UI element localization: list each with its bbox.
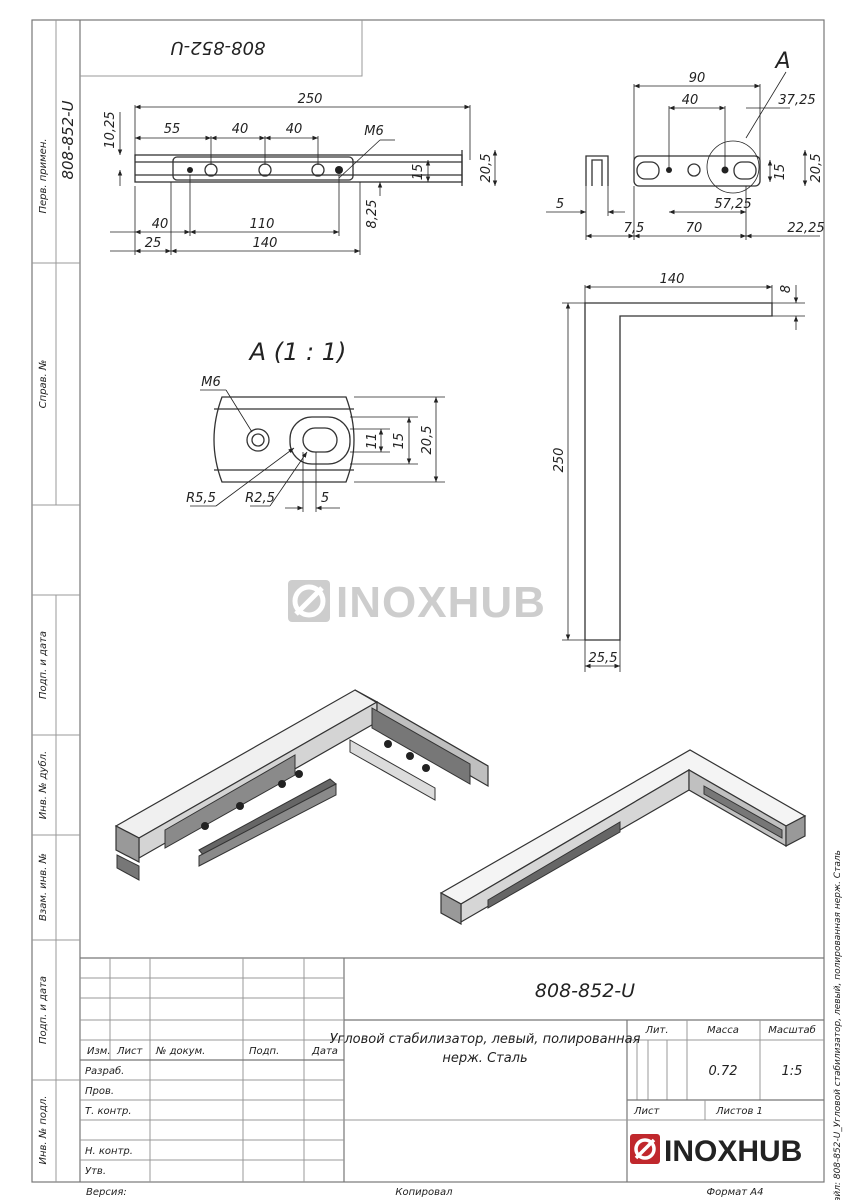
dim-label: 40	[152, 217, 169, 232]
dim-label: 11	[365, 433, 380, 450]
footer-format: Формат A4	[707, 1187, 764, 1198]
dim-label: 25	[145, 236, 162, 251]
side-label: Перв. примен.	[38, 138, 49, 213]
dim-label: 40	[286, 122, 303, 137]
tb-sheet: Лист	[633, 1106, 661, 1117]
side-label: Инв. № дубл.	[37, 751, 49, 819]
title-code: 808-852-U	[535, 980, 635, 1002]
dim-label: 40	[682, 93, 699, 108]
dim-label: 15	[411, 164, 426, 181]
tb-header: Подп.	[249, 1046, 279, 1057]
dim-label: 140	[660, 272, 685, 287]
dim-label: 20,5	[420, 426, 435, 455]
dim-label: 7,5	[624, 221, 645, 236]
mass-value: 0.72	[709, 1064, 738, 1079]
side-label: Подп. и дата	[38, 976, 49, 1044]
tb-row: Пров.	[85, 1086, 114, 1097]
dim-label: 15	[392, 433, 407, 450]
logo-text: INOXHUB	[664, 1135, 802, 1168]
tb-row: Т. контр.	[85, 1106, 132, 1117]
brand-logo: INOXHUB	[630, 1134, 802, 1168]
end-view	[546, 71, 820, 240]
dim-label: 110	[250, 217, 275, 232]
side-code: 808-852-U	[59, 100, 77, 179]
dim-label: 55	[164, 122, 181, 137]
sheet-frame	[31, 19, 825, 1183]
tb-header: Дата	[311, 1046, 338, 1057]
section-marker: A	[773, 49, 790, 74]
tb-row: Н. контр.	[85, 1146, 133, 1157]
dim-label: 8,25	[365, 200, 380, 229]
title-block	[80, 957, 824, 1182]
dim-label: M6	[364, 124, 384, 139]
iso-view-right	[439, 749, 807, 926]
dim-label: 250	[298, 92, 323, 107]
dim-label: 20,5	[809, 154, 824, 183]
l-view	[562, 284, 805, 672]
dim-label: 25,5	[589, 651, 618, 666]
dim-label: 22,25	[787, 221, 824, 236]
tb-header: Лист	[116, 1046, 144, 1057]
tb-row: Утв.	[85, 1166, 106, 1177]
file-caption: Файл: 808-852-U_Угловой стабилизатор, ле…	[833, 850, 843, 1200]
tb-masshtab: Масштаб	[768, 1024, 816, 1036]
tb-row: Разраб.	[85, 1065, 124, 1077]
tb-header: Изм.	[87, 1046, 111, 1057]
watermark-text: INOXHUB	[336, 578, 546, 627]
dim-label: 8	[779, 285, 794, 293]
dim-label: 90	[689, 71, 706, 86]
top-view	[110, 104, 498, 255]
tb-sheets: Листов 1	[715, 1106, 763, 1117]
dim-label: 5	[556, 197, 564, 212]
dim-label: 57,25	[714, 197, 751, 212]
dim-label: 20,5	[479, 154, 494, 183]
dim-label: 10,25	[103, 111, 118, 148]
dim-label: 70	[686, 221, 703, 236]
scale-value: 1:5	[782, 1064, 803, 1079]
dim-label: 140	[253, 236, 278, 251]
dim-label: 40	[232, 122, 249, 137]
footer-version: Версия:	[86, 1187, 127, 1198]
dim-label: 5	[321, 491, 329, 506]
dim-label: R5,5	[186, 491, 216, 506]
detail-title: A (1 : 1)	[248, 338, 347, 366]
detail-a	[190, 389, 445, 512]
dim-label: 37,25	[778, 93, 815, 108]
tb-header: № докум.	[155, 1046, 205, 1057]
dim-label: 15	[773, 164, 788, 181]
side-label: Инв. № подл.	[38, 1096, 49, 1165]
title-desc-1: Угловой стабилизатор, левый, полированна…	[330, 1032, 641, 1047]
side-label: Справ. №	[38, 360, 49, 409]
tb-massa: Масса	[707, 1025, 739, 1036]
side-label: Взам. инв. №	[38, 853, 49, 921]
dim-label: 250	[552, 448, 567, 473]
dim-label: M6	[201, 375, 221, 390]
side-label: Подп. и дата	[38, 631, 49, 699]
title-desc-2: нерж. Сталь	[442, 1051, 527, 1066]
dim-label: R2,5	[245, 491, 275, 506]
top-code: 808-852-U	[171, 37, 266, 58]
watermark: INOXHUB	[288, 578, 546, 627]
tb-lit: Лит.	[644, 1025, 668, 1036]
footer-copied: Копировал	[395, 1187, 453, 1198]
iso-view-left	[114, 689, 489, 881]
